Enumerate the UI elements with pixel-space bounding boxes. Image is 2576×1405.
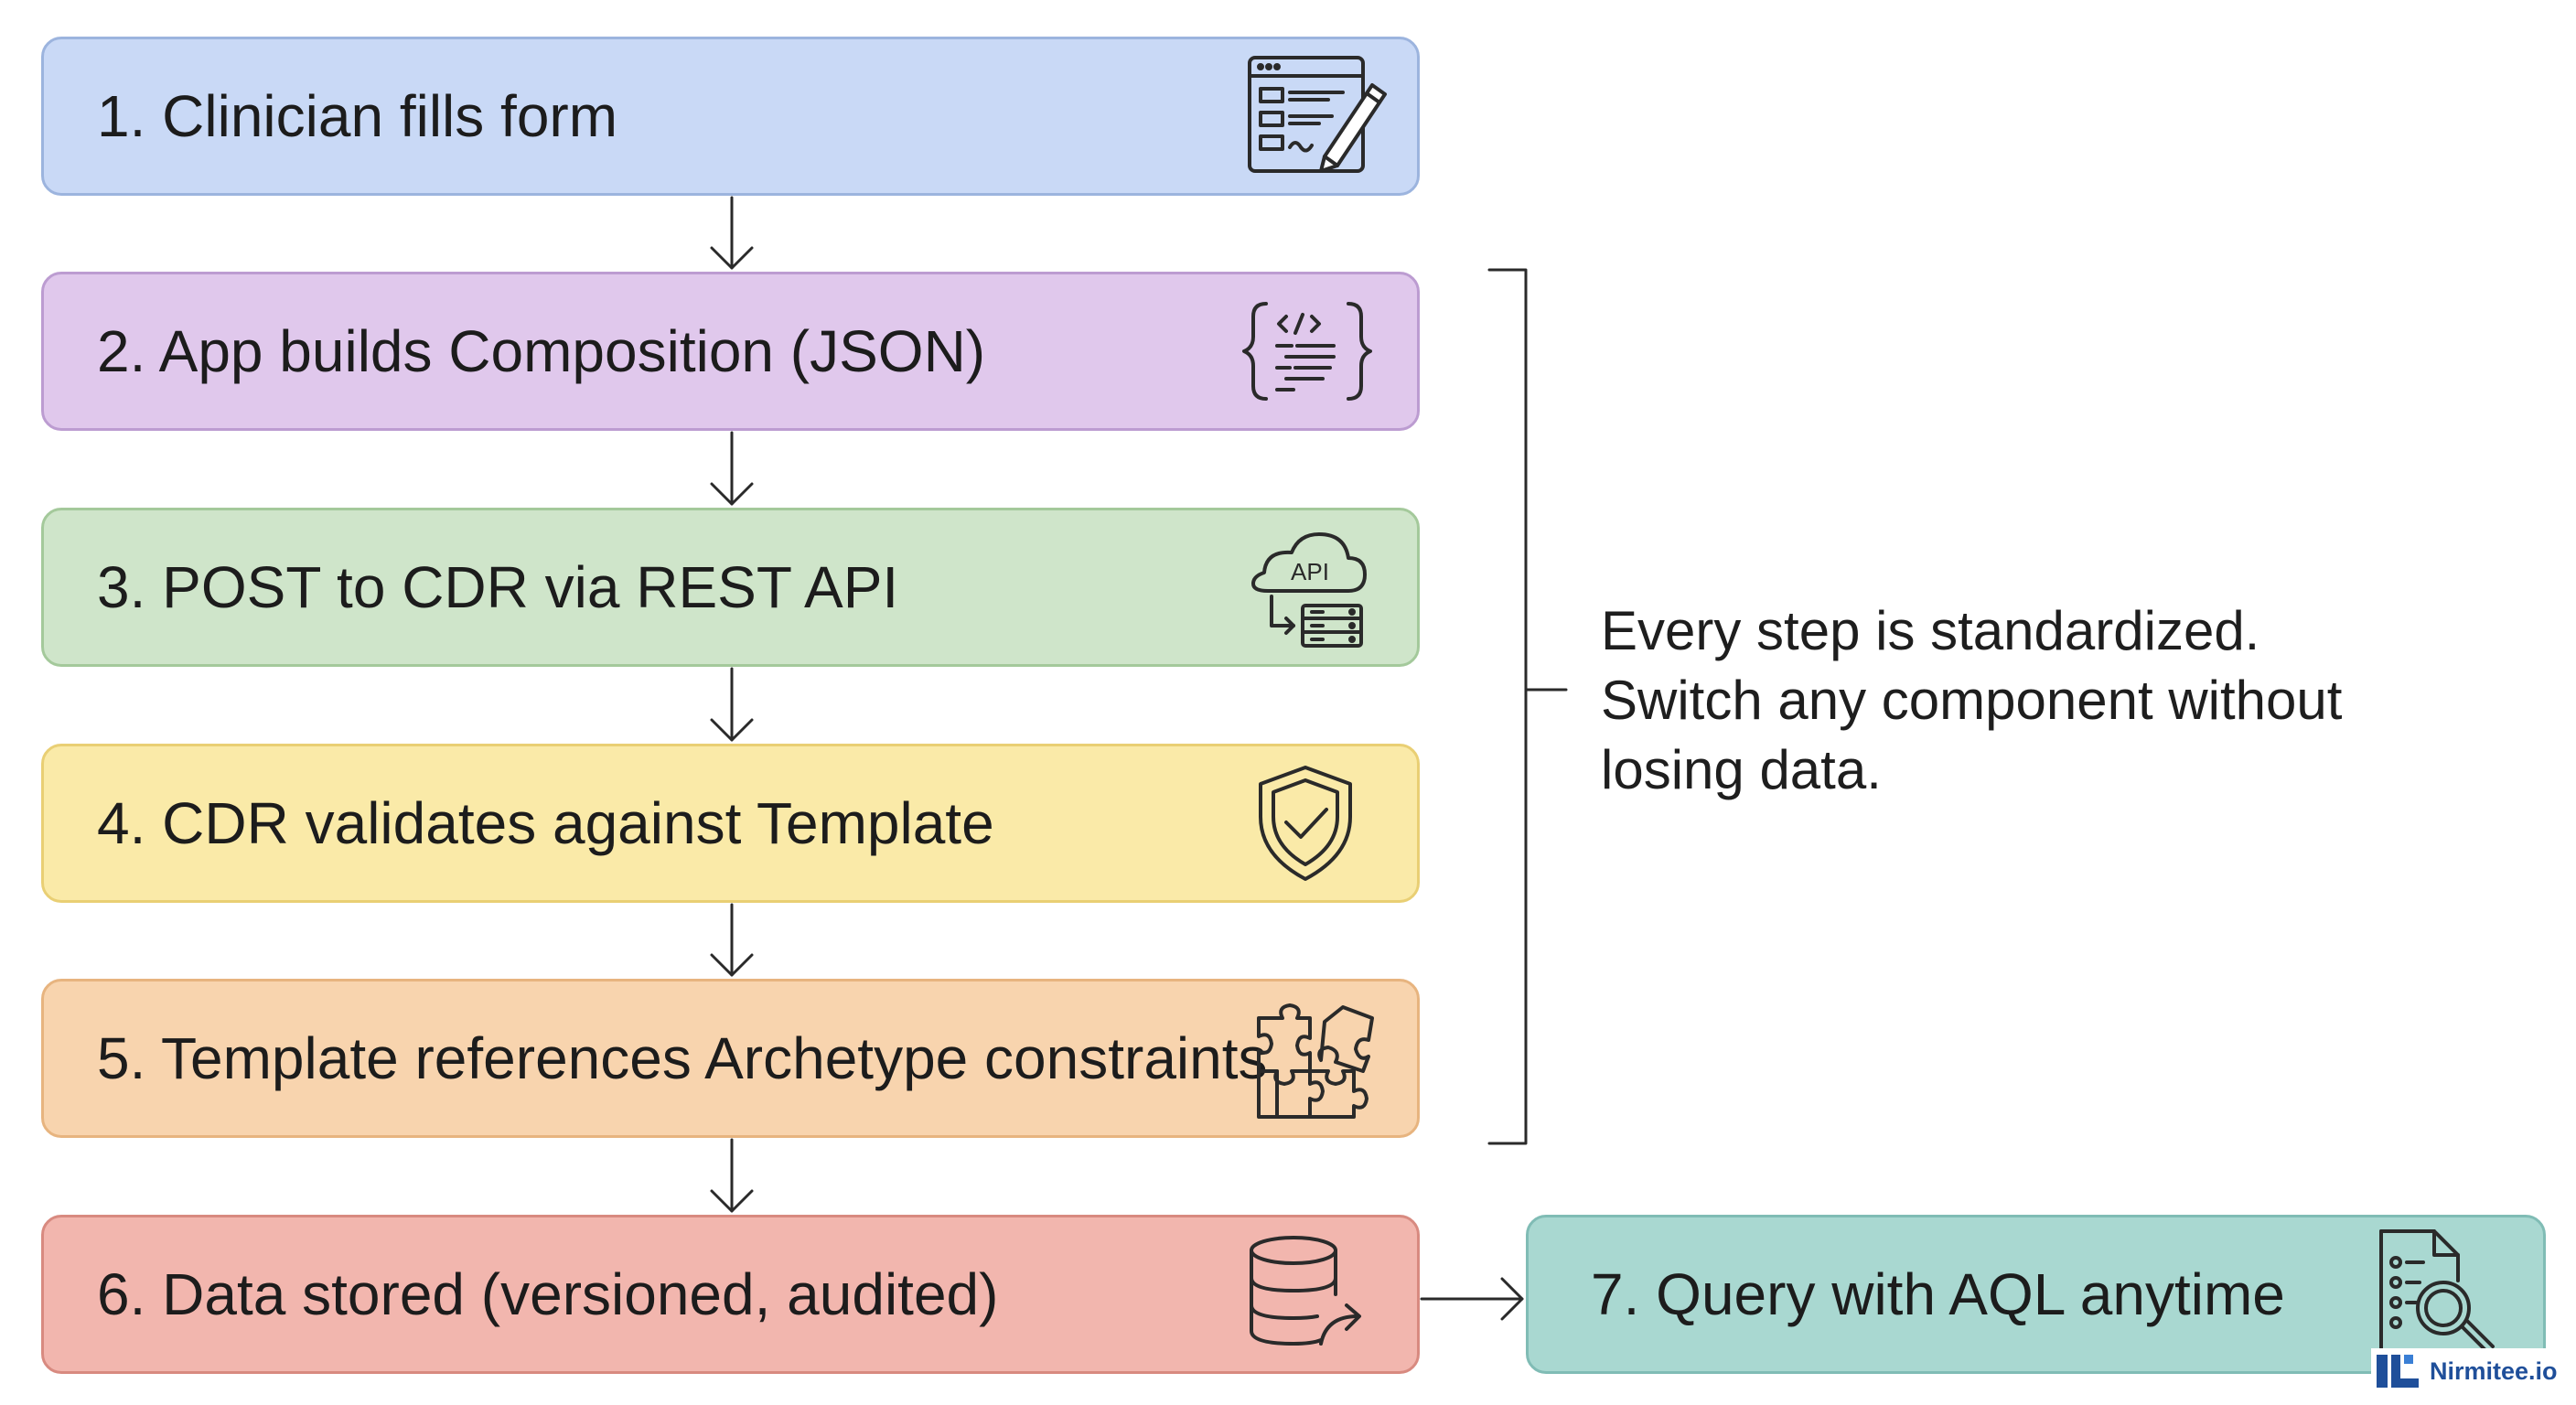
step-2-label: 2. App builds Composition (JSON): [97, 318, 986, 384]
brand-logo: Nirmitee.io: [2371, 1348, 2563, 1394]
step-6-label: 6. Data stored (versioned, audited): [97, 1261, 999, 1327]
step-5-box: 5. Template references Archetype constra…: [41, 979, 1420, 1138]
puzzle-icon: [1251, 981, 1379, 1135]
step-4-label: 4. CDR validates against Template: [97, 790, 994, 856]
step-1-label: 1. Clinician fills form: [97, 83, 618, 149]
json-code-icon: [1239, 274, 1376, 428]
arrow-6-to-7: [1420, 1277, 1524, 1321]
step-3-label: 3. POST to CDR via REST API: [97, 554, 899, 620]
step-6-box: 6. Data stored (versioned, audited): [41, 1215, 1420, 1374]
note-line-3: losing data.: [1601, 739, 1882, 800]
arrow-3-to-4: [710, 667, 754, 742]
database-export-icon: [1244, 1217, 1372, 1371]
step-7-label: 7. Query with AQL anytime: [1591, 1261, 2285, 1327]
standardization-note: Every step is standardized. Switch any c…: [1601, 596, 2479, 805]
arrow-4-to-5: [710, 903, 754, 977]
step-3-box: 3. POST to CDR via REST API API: [41, 508, 1420, 667]
step-2-box: 2. App builds Composition (JSON): [41, 272, 1420, 431]
arrow-5-to-6: [710, 1138, 754, 1213]
bracket: [1487, 268, 1568, 1145]
form-edit-icon: [1244, 39, 1390, 193]
shield-check-icon: [1255, 746, 1356, 900]
step-5-label: 5. Template references Archetype constra…: [97, 1025, 1268, 1091]
arrow-1-to-2: [710, 196, 754, 270]
api-icon-text: API: [1291, 558, 1329, 585]
step-7-box: 7. Query with AQL anytime: [1526, 1215, 2546, 1374]
step-1-box: 1. Clinician fills form: [41, 37, 1420, 196]
cloud-api-server-icon: API: [1244, 510, 1372, 664]
note-line-1: Every step is standardized.: [1601, 600, 2260, 661]
arrow-2-to-3: [710, 431, 754, 506]
step-4-box: 4. CDR validates against Template: [41, 744, 1420, 903]
brand-mark-icon: [2377, 1355, 2419, 1388]
brand-name: Nirmitee.io: [2430, 1357, 2558, 1385]
note-line-2: Switch any component without: [1601, 670, 2343, 731]
